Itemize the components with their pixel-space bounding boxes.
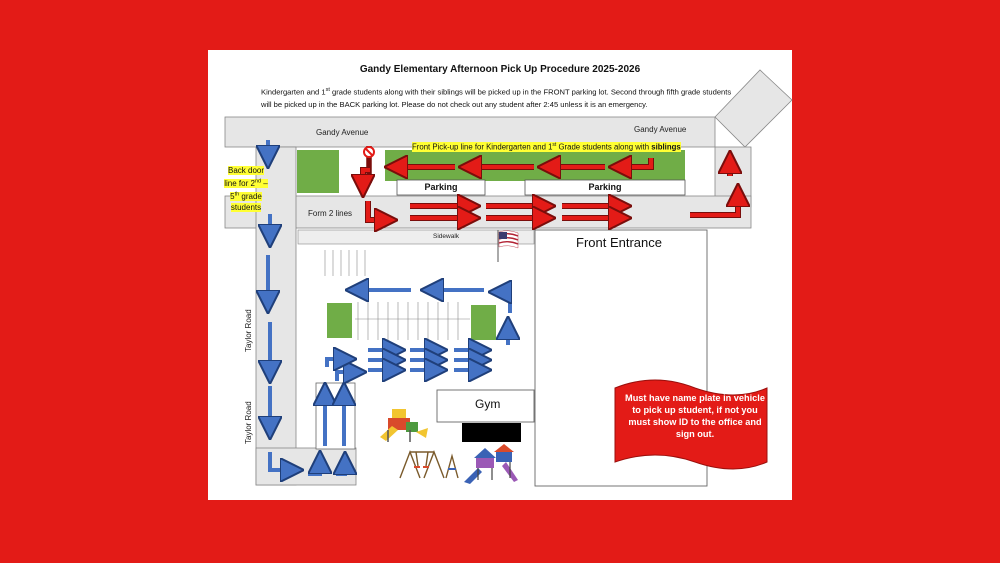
parking-box-left [396, 179, 486, 196]
name-plate-notice: Must have name plate in vehicle to pick … [625, 393, 765, 439]
front-entrance-label: Front Entrance [576, 235, 662, 250]
grass-back-right [471, 305, 496, 340]
parking-stalls-middle [355, 302, 470, 340]
front-pickup-line-label: Front Pick-up line for Kindergarten and … [412, 142, 681, 152]
sidewalk-label: Sidewalk [433, 233, 460, 240]
street-label-taylor-lower: Taylor Road [244, 401, 253, 444]
playground-icon [380, 409, 428, 442]
parking-box-right [524, 179, 686, 196]
parking-stalls-top [324, 250, 366, 276]
gym-label: Gym [475, 397, 501, 411]
form-two-lines-label: Form 2 lines [308, 209, 353, 218]
intro-paragraph: Kindergarten and 1st grade students alon… [261, 87, 732, 109]
gym-building [436, 389, 535, 423]
parking-label-right: Parking [588, 182, 622, 192]
american-flag-icon [497, 230, 519, 262]
notice-flag-banner [614, 379, 768, 470]
sidewalk-strip [297, 229, 535, 245]
red-arrow-set [363, 158, 738, 220]
gym-door [462, 423, 521, 442]
street-label-gandy-right: Gandy Avenue [634, 125, 687, 134]
page-title: Gandy Elementary Afternoon Pick Up Proce… [359, 64, 641, 75]
front-lane-road [224, 195, 752, 229]
back-pickup-blue-arrows [268, 140, 510, 474]
back-dropoff-box [315, 382, 356, 450]
swing-set-icon [399, 450, 459, 479]
street-label-taylor-upper: Taylor Road [244, 309, 253, 352]
grass-back-left [327, 303, 352, 338]
street-label-gandy-left: Gandy Avenue [316, 128, 369, 137]
parking-label-left: Parking [424, 182, 458, 192]
grass-left [297, 150, 339, 193]
back-door-line-label: Back door line for 2nd – 5th grade stude… [224, 166, 268, 212]
climbing-structure-icon [464, 444, 518, 484]
